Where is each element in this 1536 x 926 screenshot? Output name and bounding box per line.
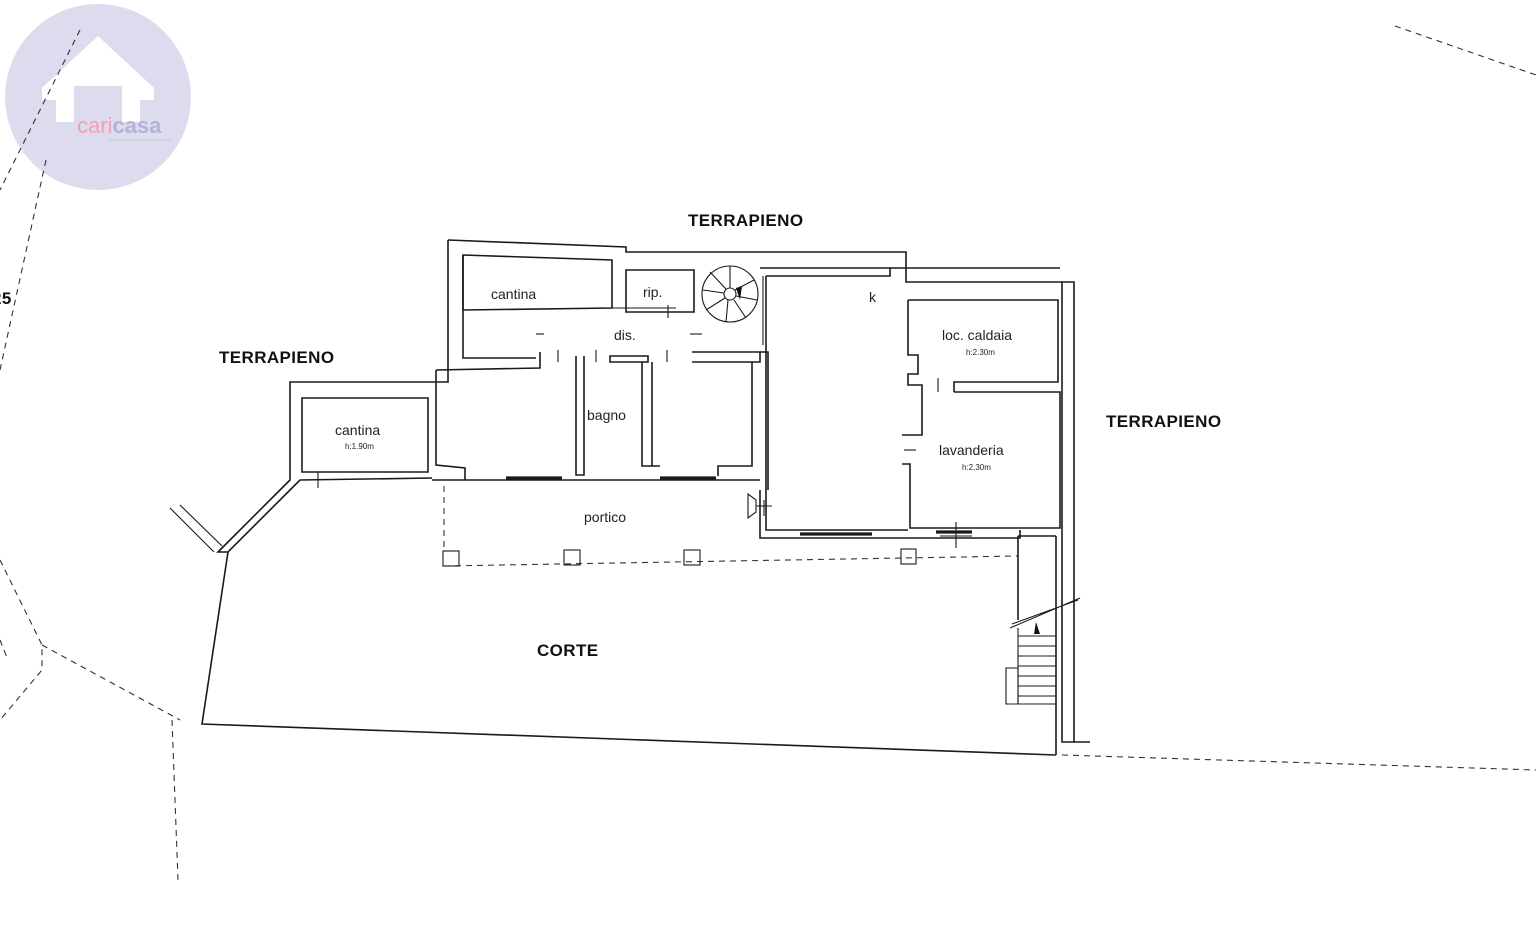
exterior-walls (201, 239, 1090, 756)
svg-text:caricasa: caricasa (77, 113, 162, 138)
room-dis-label: dis. (614, 327, 636, 343)
terrapieno-right-label: TERRAPIENO (1106, 412, 1221, 431)
room-portico-label: portico (584, 509, 626, 525)
logo-brand-left: cari (77, 113, 112, 138)
room-cantina-left-height: h:1.90m (345, 442, 374, 451)
portico-outline (442, 486, 1019, 567)
room-rip-label: rip. (643, 284, 662, 300)
terrapieno-top-label: TERRAPIENO (688, 211, 803, 230)
room-cantina-left-label: cantina (335, 422, 380, 438)
interior-walls (432, 267, 1061, 539)
room-lavanderia-height: h:2.30m (962, 463, 991, 472)
exterior-stair (1005, 535, 1081, 705)
spiral-stair (701, 265, 759, 323)
windows (317, 472, 972, 548)
terrapieno-left-label: TERRAPIENO (219, 348, 334, 367)
side-wall-fragment (169, 504, 223, 553)
boundary-lines (0, 25, 1536, 881)
room-lavanderia-label: lavanderia (939, 442, 1004, 458)
corte-label: CORTE (537, 641, 599, 660)
room-loc-caldaia-label: loc. caldaia (942, 327, 1012, 343)
house-icon (42, 36, 154, 122)
edge-number-fragment: 25 (0, 289, 12, 308)
room-bagno-label: bagno (587, 407, 626, 423)
room-k-label: k (869, 289, 877, 305)
caricasa-logo: caricasa (5, 4, 191, 190)
room-loc-caldaia-height: h:2.30m (966, 348, 995, 357)
logo-brand-right: casa (112, 113, 162, 138)
room-cantina-top-label: cantina (491, 286, 536, 302)
